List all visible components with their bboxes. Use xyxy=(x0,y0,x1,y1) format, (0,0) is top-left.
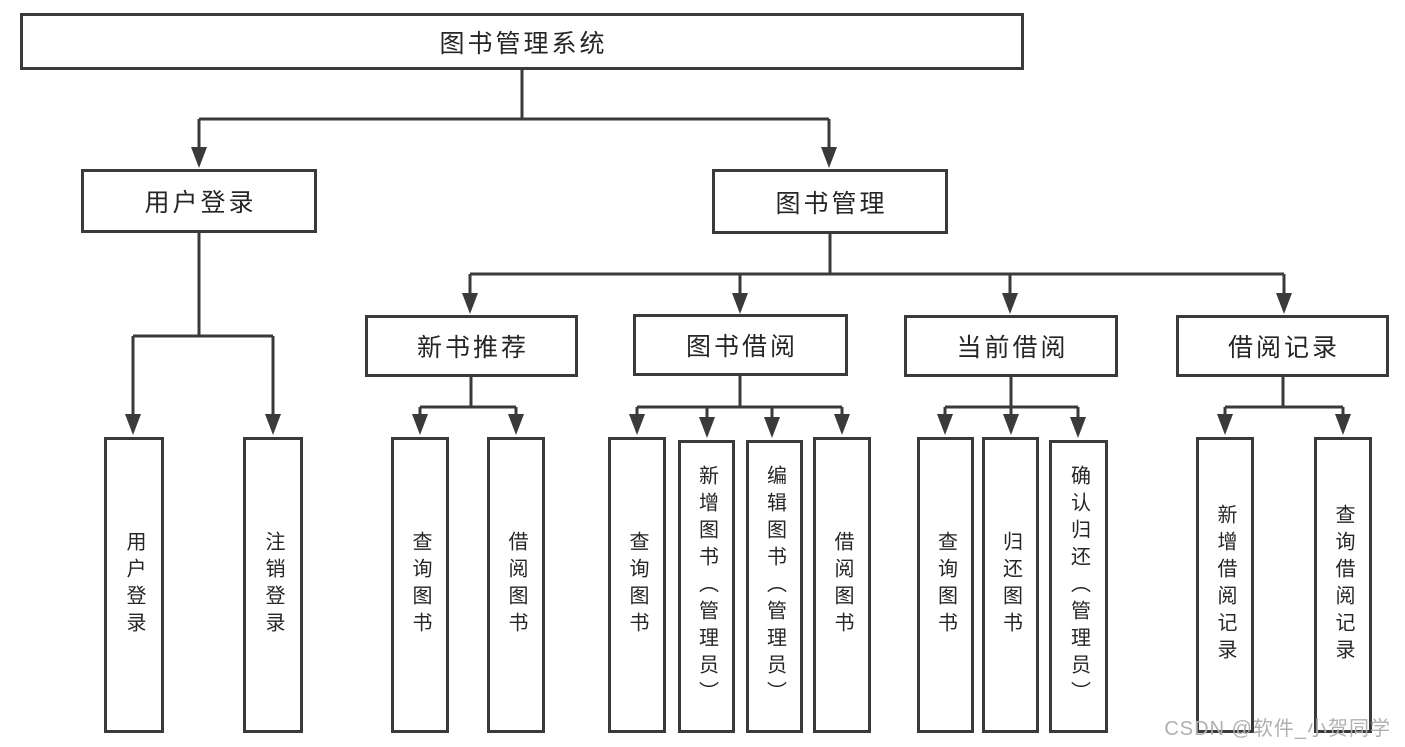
leaf-query-books-current: 查询图书 xyxy=(917,437,974,733)
arrow-down-icon xyxy=(125,414,141,435)
arrow-down-icon xyxy=(265,414,281,435)
leaf-return-book: 归还图书 xyxy=(982,437,1039,733)
node-borrowing-records: 借阅记录 xyxy=(1176,315,1389,377)
arrow-down-icon xyxy=(191,147,207,168)
arrow-down-icon xyxy=(699,417,715,438)
arrow-down-icon xyxy=(937,414,953,435)
tree-connector-lines xyxy=(131,70,1345,422)
arrow-down-icon xyxy=(1217,414,1233,435)
arrow-down-icon xyxy=(462,293,478,314)
leaf-add-book-admin: 新增图书（管理员） xyxy=(678,440,735,733)
arrow-down-icon xyxy=(629,414,645,435)
arrow-down-icon xyxy=(1335,414,1351,435)
leaf-edit-book-admin: 编辑图书（管理员） xyxy=(746,440,803,733)
arrow-down-icon xyxy=(834,414,850,435)
csdn-watermark: CSDN @软件_小贺同学 xyxy=(1164,718,1391,740)
arrow-down-icon xyxy=(1002,293,1018,314)
arrow-down-icon xyxy=(764,417,780,438)
node-book-borrowing: 图书借阅 xyxy=(633,314,848,376)
node-book-management: 图书管理 xyxy=(712,169,948,234)
node-new-book-recommend: 新书推荐 xyxy=(365,315,578,377)
arrow-down-icons xyxy=(125,147,1351,438)
arrow-down-icon xyxy=(412,414,428,435)
node-current-borrowing: 当前借阅 xyxy=(904,315,1118,377)
leaf-logout: 注销登录 xyxy=(243,437,303,733)
arrow-down-icon xyxy=(1003,414,1019,435)
leaf-user-login: 用户登录 xyxy=(104,437,164,733)
leaf-query-books-borrowing: 查询图书 xyxy=(608,437,666,733)
leaf-add-borrow-record: 新增借阅记录 xyxy=(1196,437,1254,733)
leaf-borrow-books-recommend: 借阅图书 xyxy=(487,437,545,733)
node-library-management-system: 图书管理系统 xyxy=(20,13,1024,70)
arrow-down-icon xyxy=(508,414,524,435)
arrow-down-icon xyxy=(1276,293,1292,314)
leaf-query-borrow-record: 查询借阅记录 xyxy=(1314,437,1372,733)
arrow-down-icon xyxy=(732,293,748,314)
leaf-confirm-return-admin: 确认归还（管理员） xyxy=(1049,440,1108,733)
arrow-down-icon xyxy=(1070,417,1086,438)
leaf-query-books-recommend: 查询图书 xyxy=(391,437,449,733)
arrow-down-icon xyxy=(821,147,837,168)
leaf-borrow-books-borrowing: 借阅图书 xyxy=(813,437,871,733)
node-user-login: 用户登录 xyxy=(81,169,317,233)
